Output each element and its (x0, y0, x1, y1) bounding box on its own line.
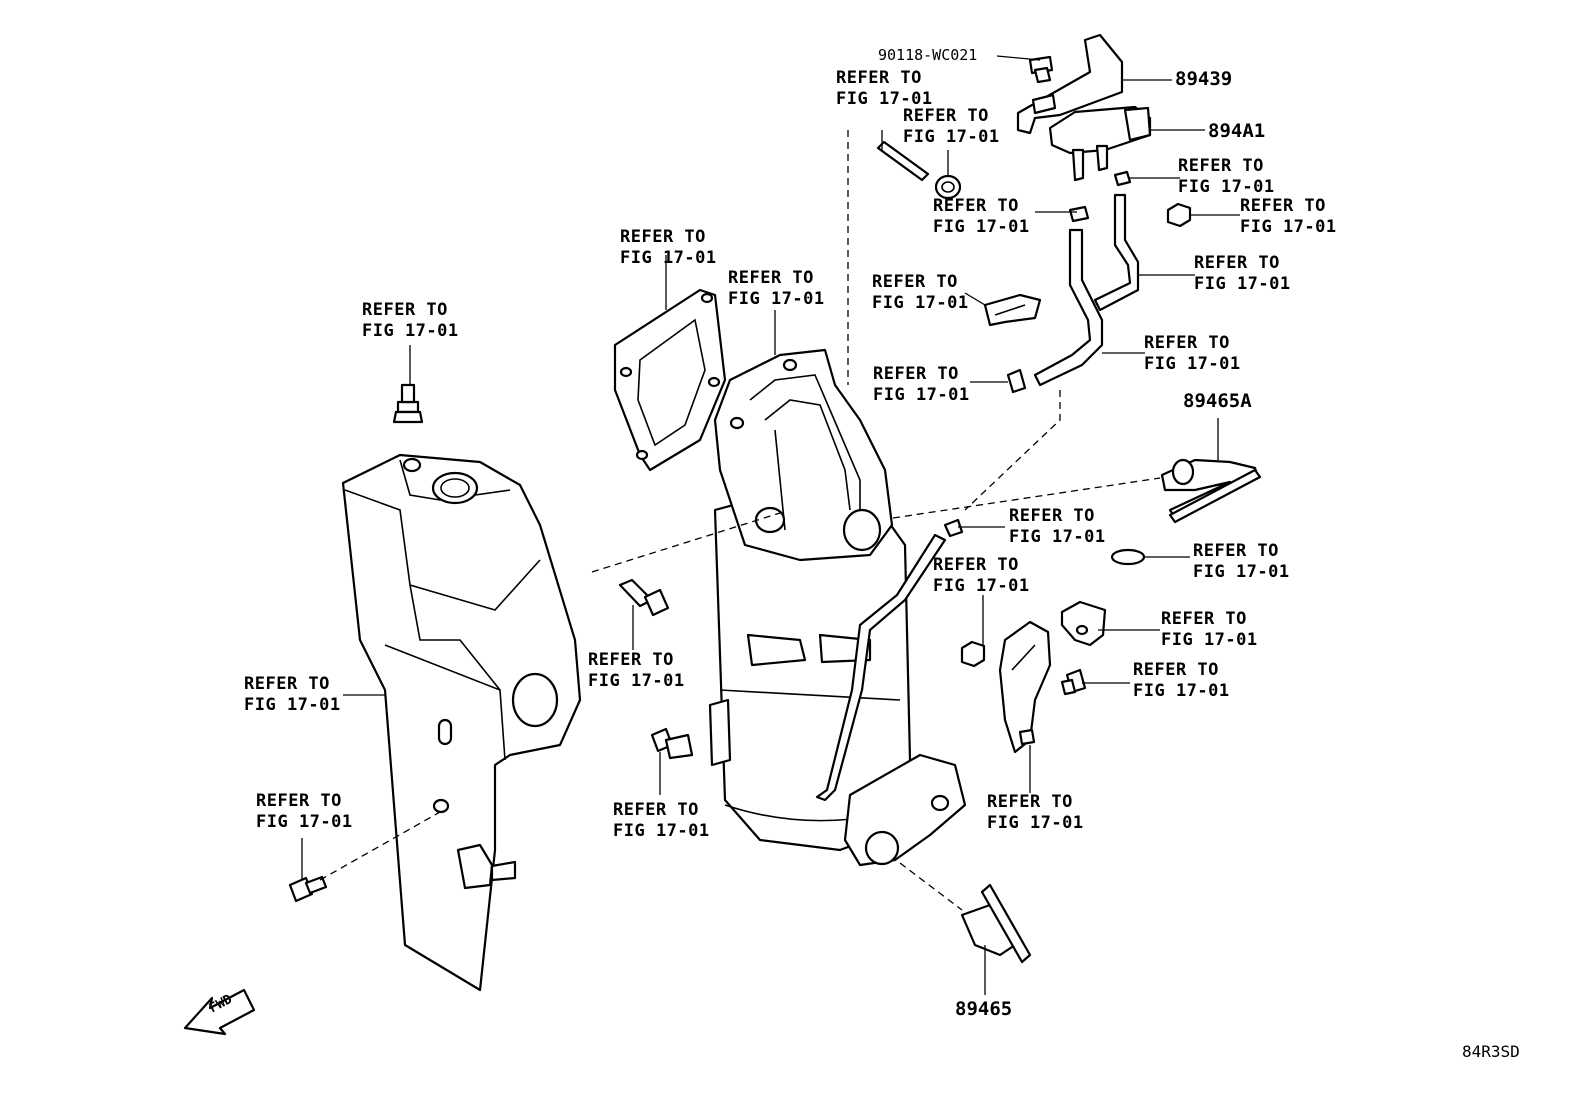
nut-right (1166, 202, 1192, 228)
part-number-894A1: 894A1 (1208, 120, 1266, 142)
support-bracket (998, 620, 1052, 754)
bracket-plate (1060, 600, 1107, 647)
bolt-converter-lower (650, 727, 694, 760)
bolt-converter-left (618, 578, 670, 617)
oxygen-sensor-89465A (1160, 458, 1262, 524)
sensor-bracket (1016, 33, 1124, 135)
pressure-sensor (1048, 105, 1152, 182)
heat-insulator (341, 453, 582, 992)
part-number-89465A: 89465A (1183, 390, 1252, 412)
nut-upper (934, 174, 962, 200)
oxygen-sensor-89465 (960, 883, 1032, 964)
hose-clamp-3 (1006, 368, 1027, 394)
fwd-arrow-icon (183, 988, 256, 1036)
manifold-gasket (613, 288, 727, 472)
nut-lower (960, 640, 986, 668)
bolt-90118 (1028, 55, 1054, 84)
leader-lines (301, 55, 1240, 995)
part-number-89465: 89465 (955, 998, 1013, 1020)
bolt-lower-right (1060, 668, 1087, 696)
hose-left (1033, 228, 1104, 387)
clamp-right (1110, 548, 1146, 566)
hose-clip (983, 293, 1042, 327)
bolt-insulator-bottom (288, 875, 328, 903)
hose-clamp-1 (1113, 170, 1132, 187)
hose-right (1093, 193, 1140, 312)
part-number-90118: 90118-WC021 (878, 46, 978, 64)
part-number-89439: 89439 (1175, 68, 1233, 90)
diagram-code: 84R3SD (1462, 1042, 1520, 1061)
exhaust-manifold-converter (708, 348, 967, 867)
bolt-insulator-top (392, 383, 424, 424)
hose-clamp-2 (1068, 205, 1090, 223)
clamp-small (943, 518, 964, 538)
